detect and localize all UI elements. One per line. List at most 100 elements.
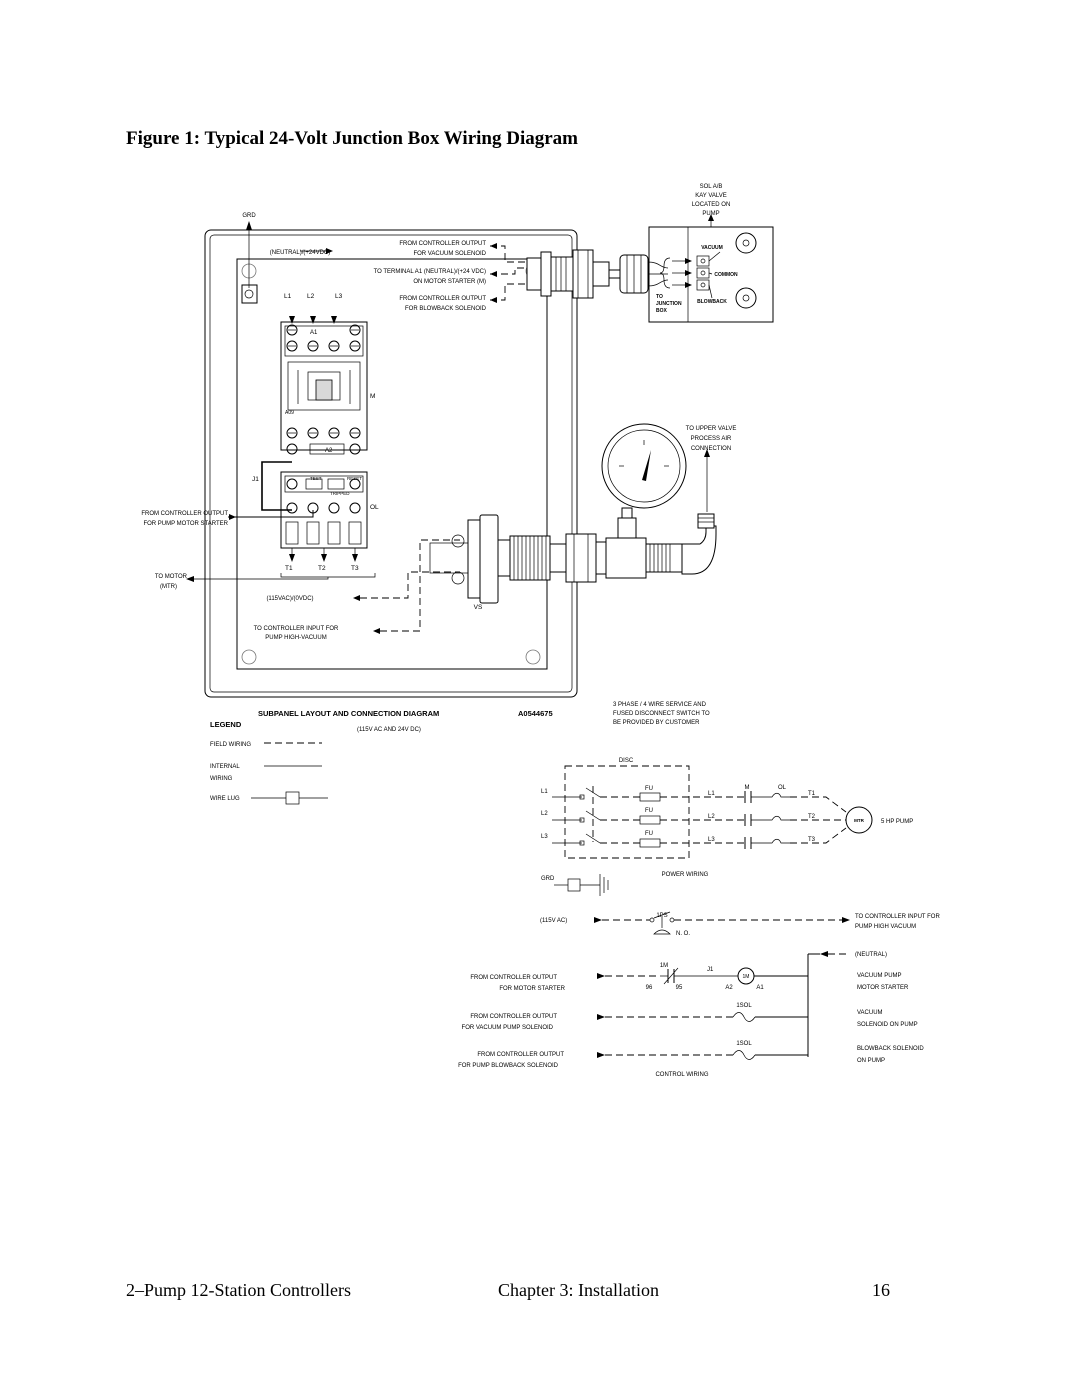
blowback-output-label-1: FROM CONTROLLER OUTPUT xyxy=(399,296,486,302)
fuse-3-label: FU xyxy=(645,831,653,837)
starter-coil-label: 1M xyxy=(743,974,750,980)
legend-internal-wiring-1: INTERNAL xyxy=(210,764,240,770)
blowback-port-label: BLOWBACK xyxy=(697,299,727,305)
vacuum-switch-label: VS xyxy=(474,604,483,611)
service-note-3: BE PROVIDED BY CUSTOMER xyxy=(613,720,700,726)
to-junction-label-1: TO xyxy=(656,294,663,300)
vacuum-switch xyxy=(429,507,717,604)
contact-1m-label: 1M xyxy=(660,963,668,969)
enclosure xyxy=(204,221,578,698)
power-l1-label: L1 xyxy=(541,789,548,795)
normally-open-label: N. O. xyxy=(676,931,690,937)
blowback-solenoid-on-pump-2: ON PUMP xyxy=(857,1058,885,1064)
motor-output-label-2: FOR PUMP MOTOR STARTER xyxy=(143,521,228,527)
common-port-label: COMMON xyxy=(714,272,738,278)
motor-symbol-label: MTR xyxy=(854,818,864,823)
starter-model-label: A09 xyxy=(285,410,294,416)
blowback-solenoid-label: 1SOL xyxy=(736,1041,752,1047)
footer-page-number: 16 xyxy=(872,1280,890,1300)
load-l2-label: L2 xyxy=(708,814,715,820)
power-ground-label: GRD xyxy=(541,876,555,882)
to-junction-label-2: JUNCTION xyxy=(656,301,682,307)
control-115vac-label: (115V AC) xyxy=(540,918,567,924)
tripped-label: TRIPPED xyxy=(330,491,350,496)
control-wiring-label: CONTROL WIRING xyxy=(655,1072,708,1078)
sol-valve-label-1: SOL A/B xyxy=(700,184,723,190)
vacuum-solenoid-label: 1SOL xyxy=(736,1003,752,1009)
sol-valve-label-4: PUMP xyxy=(702,211,719,217)
high-vacuum-input-label-2: PUMP HIGH-VACUUM xyxy=(265,635,326,641)
upper-valve-label-1: TO UPPER VALVE xyxy=(686,426,737,432)
fuse-1-label: FU xyxy=(645,786,653,792)
vacuum-pump-label-2: MOTOR STARTER xyxy=(857,985,909,991)
overload-relay xyxy=(280,471,368,549)
terminal-a1-label-2: ON MOTOR STARTER (M) xyxy=(413,279,486,285)
blowback-output-label-2: FOR PUMP BLOWBACK SOLENOID xyxy=(458,1063,559,1069)
vacuum-solenoid-on-pump-1: VACUUM xyxy=(857,1010,883,1016)
legend-field-wiring: FIELD WIRING xyxy=(210,742,251,748)
motor-starter xyxy=(280,321,368,455)
to-motor-label-2: (MTR) xyxy=(160,584,177,590)
disconnect-box xyxy=(564,765,690,859)
pressure-gauge-icon xyxy=(601,423,687,509)
power-t2-label: T2 xyxy=(808,814,816,820)
to-motor-label-1: TO MOTOR xyxy=(155,574,188,580)
pressure-switch-label: 1PS xyxy=(656,913,667,919)
test-button-label: TEST xyxy=(310,476,322,481)
vacuum-solenoid-output-label-1: FROM CONTROLLER OUTPUT xyxy=(470,1014,557,1020)
terminal-95-label: 95 xyxy=(676,985,683,991)
cord-grip xyxy=(526,249,669,299)
reset-button-label: RESET xyxy=(347,476,362,481)
service-note-2: FUSED DISCONNECT SWITCH TO xyxy=(613,711,710,717)
fuse-2-label: FU xyxy=(645,808,653,814)
figure-title: Figure 1: Typical 24-Volt Junction Box W… xyxy=(126,128,578,149)
starter-m-label: M xyxy=(370,393,375,400)
disconnect-label: DISC xyxy=(619,758,634,764)
sol-valve-label-3: LOCATED ON xyxy=(692,202,731,208)
legend-wire-lug: WIRE LUG xyxy=(210,796,240,802)
starter-t2-label: T2 xyxy=(318,565,326,572)
control-j1-label: J1 xyxy=(707,967,714,973)
terminal-96-label: 96 xyxy=(646,985,653,991)
jumper-j1-label: J1 xyxy=(252,476,259,483)
power-t1-label: T1 xyxy=(808,791,816,797)
neutral-24v-label: (NEUTRAL)/(+24VDC) xyxy=(270,250,331,256)
vacuum-solenoid-output-label-2: FOR VACUUM PUMP SOLENOID xyxy=(462,1025,554,1031)
vacuum-port-label: VACUUM xyxy=(701,245,723,251)
subpanel-caption: SUBPANEL LAYOUT AND CONNECTION DIAGRAM xyxy=(258,709,439,718)
starter-t1-label: T1 xyxy=(285,565,293,572)
coil-a2-label: A2 xyxy=(325,448,333,454)
power-wiring-label: POWER WIRING xyxy=(662,872,709,878)
contactor-m-label: M xyxy=(745,785,750,791)
vacuum-solenoid-on-pump-2: SOLENOID ON PUMP xyxy=(857,1022,918,1028)
blowback-output-label-2: FOR BLOWBACK SOLENOID xyxy=(405,306,487,312)
motor-output-label-1: FROM CONTROLLER OUTPUT xyxy=(141,511,228,517)
motor-icon xyxy=(845,806,873,834)
load-l3-label: L3 xyxy=(708,837,715,843)
vs-115vac-label: (115VAC)/(0VDC) xyxy=(266,596,313,602)
upper-valve-label-3: CONNECTION xyxy=(691,446,731,452)
blowback-solenoid-on-pump-1: BLOWBACK SOLENOID xyxy=(857,1046,924,1052)
terminal-a2-label: A2 xyxy=(725,985,733,991)
starter-l3-label: L3 xyxy=(335,293,343,300)
overload-ol-power-label: OL xyxy=(778,785,787,791)
coil-a1-label: A1 xyxy=(310,330,318,336)
starter-l1-label: L1 xyxy=(284,293,292,300)
power-l3-label: L3 xyxy=(541,834,548,840)
high-vacuum-input-label-2: PUMP HIGH VACUUM xyxy=(855,924,916,930)
power-l2-label: L2 xyxy=(541,811,548,817)
footer-document-title: 2–Pump 12-Station Controllers xyxy=(126,1280,351,1300)
motor-starter-output-label-1: FROM CONTROLLER OUTPUT xyxy=(470,975,557,981)
vacuum-output-label-1: FROM CONTROLLER OUTPUT xyxy=(399,241,486,247)
upper-valve-label-2: PROCESS AIR xyxy=(691,436,732,442)
sol-valve-label-2: KAY VALVE xyxy=(695,193,727,199)
load-l1-label: L1 xyxy=(708,791,715,797)
to-junction-label-3: BOX xyxy=(656,308,668,314)
footer-chapter: Chapter 3: Installation xyxy=(498,1280,659,1300)
high-vacuum-input-label-1: TO CONTROLLER INPUT FOR xyxy=(254,626,339,632)
legend-heading: LEGEND xyxy=(210,720,242,729)
overload-ol-label: OL xyxy=(370,504,379,511)
voltage-note: (115V AC AND 24V DC) xyxy=(357,727,421,733)
vacuum-output-label-2: FOR VACUUM SOLENOID xyxy=(413,251,486,257)
